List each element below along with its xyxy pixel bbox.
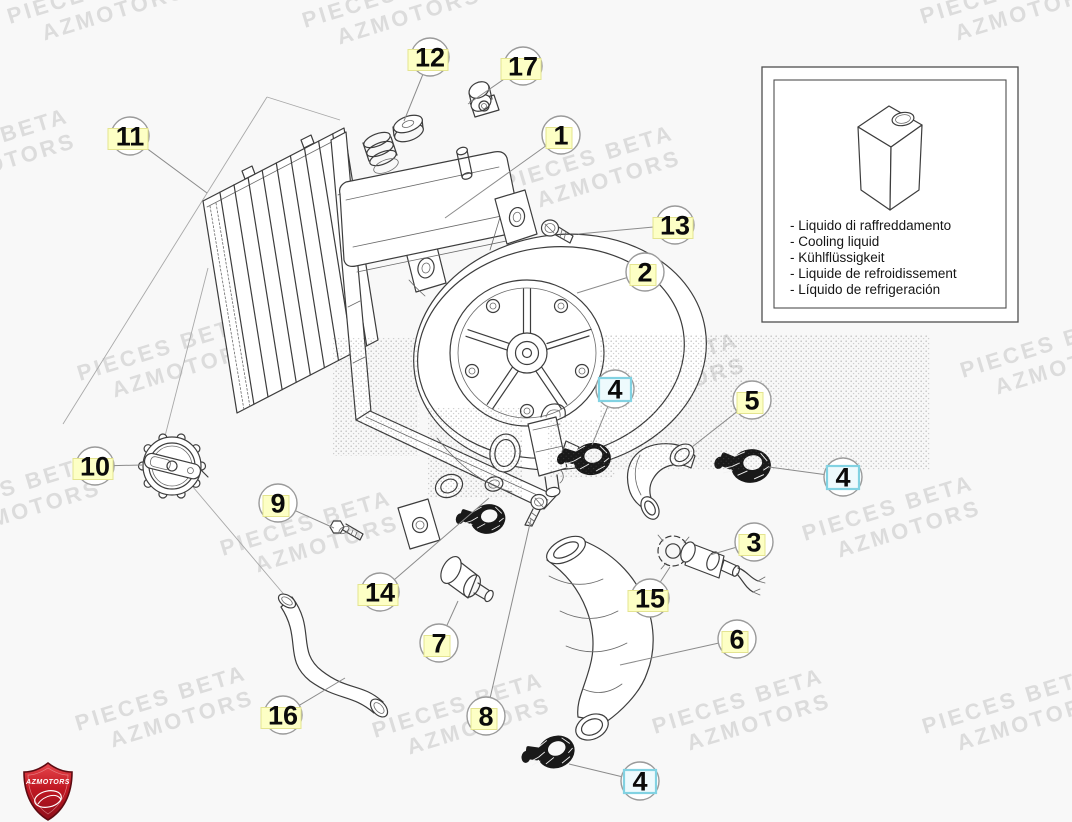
callout-8: 8: [466, 696, 506, 736]
filler-neck: [362, 131, 399, 174]
part-breather-hose-16: [277, 593, 389, 718]
legend-line-fr: - Liquide de refroidissement: [790, 266, 957, 281]
callout-number-8: 8: [478, 702, 493, 732]
construction-lines: [62, 96, 341, 599]
fan-bolts: [464, 298, 590, 419]
part-filler-cap-12: [392, 114, 424, 143]
callout-1: 1: [541, 115, 581, 155]
leader-line-8: [489, 518, 532, 698]
callout-number-1: 1: [553, 121, 568, 151]
leader-line-9: [295, 510, 335, 529]
callout-number-3: 3: [746, 528, 761, 558]
leader-line-4: [591, 406, 609, 446]
callout-number-4: 4: [607, 375, 622, 405]
callout-number-4: 4: [632, 767, 647, 797]
callout-9: 9: [258, 483, 298, 523]
callout-2: 2: [625, 252, 665, 292]
callout-12: 12: [407, 37, 450, 77]
callout-number-4: 4: [835, 463, 850, 493]
leader-line-1: [444, 145, 546, 219]
leader-line-12: [403, 74, 424, 122]
callout-13: 13: [652, 205, 695, 245]
callout-17: 17: [500, 46, 543, 86]
leader-line-15: [659, 566, 671, 583]
leader-line-4: [768, 466, 825, 475]
callout-14: 14: [357, 572, 400, 612]
leader-line-16: [299, 677, 346, 706]
callout-16: 16: [260, 695, 303, 735]
legend-line-en: - Cooling liquid: [790, 234, 879, 249]
vent-tube: [456, 146, 473, 180]
callout-5: 5: [732, 380, 772, 420]
callout-number-16: 16: [268, 701, 298, 731]
part-radiator-cap-10: [137, 433, 209, 499]
legend-line-it: - Liquido di raffreddamento: [790, 218, 951, 233]
coolant-bottle-icon: [857, 105, 923, 211]
mounting-bracket-top: [489, 189, 538, 253]
brand-logo: AZMOTORS: [23, 761, 73, 821]
part-temperature-sensor-3: [680, 541, 766, 596]
leader-line-11: [145, 146, 208, 194]
legend-line-de: - Kühlflüssigkeit: [790, 250, 885, 265]
part-screw-8: [524, 493, 548, 527]
callout-number-2: 2: [637, 258, 652, 288]
part-outlet-hose-6: [546, 535, 654, 741]
part-hose-clamp-4c: [516, 728, 582, 779]
leader-line-14: [394, 497, 490, 580]
callout-11: 11: [107, 116, 150, 156]
callout-6: 6: [717, 619, 757, 659]
legend-line-es: - Líquido de refrigeración: [790, 282, 940, 297]
callout-3: 3: [734, 522, 774, 562]
callout-number-13: 13: [660, 211, 690, 241]
leader-line-17: [467, 76, 508, 105]
callout-number-7: 7: [431, 629, 446, 659]
logo-swoosh-icon: [34, 790, 62, 808]
part-plug-7: [440, 555, 494, 603]
part-bleed-bolt-9: [329, 520, 364, 541]
leader-line-10: [113, 464, 143, 467]
halftone-texture: [333, 335, 930, 498]
callout-number-12: 12: [415, 43, 445, 73]
callout-number-14: 14: [365, 578, 395, 608]
callout-4: 4: [823, 457, 863, 497]
leader-line-4: [568, 763, 622, 778]
leader-line-6: [619, 642, 719, 666]
leader-line-5: [691, 411, 738, 448]
leader-line-13: [577, 226, 657, 235]
part-bracket-17: [468, 81, 500, 118]
callout-number-6: 6: [729, 625, 744, 655]
leader-line-3: [709, 546, 736, 556]
leader-lines: [113, 74, 825, 778]
callout-10: 10: [72, 446, 115, 486]
callout-number-9: 9: [270, 489, 285, 519]
logo-text: AZMOTORS: [25, 779, 70, 786]
part-expansion-tank-1: [339, 114, 521, 273]
callout-number-11: 11: [116, 122, 145, 152]
callout-number-5: 5: [744, 386, 759, 416]
part-hose-clamp-14: [454, 500, 509, 538]
callout-number-17: 17: [508, 52, 538, 82]
callout-4: 4: [595, 369, 635, 409]
logo-shield: [23, 761, 73, 821]
legend-box: - Liquido di raffreddamento - Cooling li…: [761, 66, 1019, 323]
leader-line-2: [576, 277, 627, 294]
callout-7: 7: [419, 623, 459, 663]
leader-line-7: [446, 600, 459, 626]
callout-15: 15: [627, 578, 670, 618]
callout-number-10: 10: [80, 452, 110, 482]
part-screw-13: [540, 219, 574, 244]
callout-number-15: 15: [635, 584, 665, 614]
callout-4: 4: [620, 761, 660, 801]
